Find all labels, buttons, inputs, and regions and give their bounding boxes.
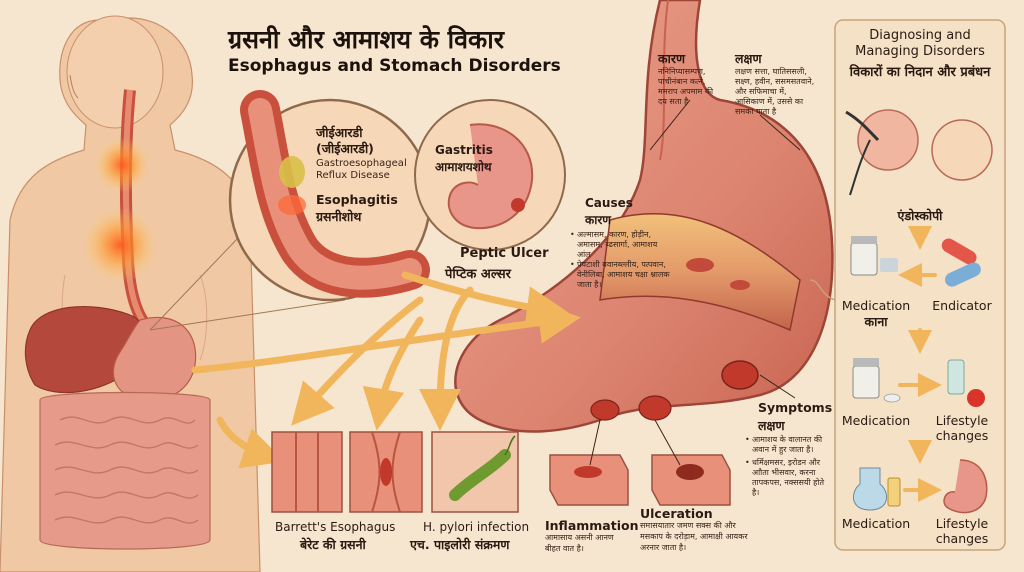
lakshan-top-line: समका याता है bbox=[735, 107, 777, 116]
causes-english: Causes bbox=[585, 196, 633, 210]
inflammation-hindi-2: बीहत वात है। bbox=[545, 544, 584, 553]
endicator-label: Endicator bbox=[932, 298, 992, 313]
causes-hindi: कारण bbox=[585, 213, 611, 227]
glass-icon bbox=[852, 467, 901, 511]
lakshan-top-text: लक्षण सत्ता, घातिससली, सक्ष्ण, हवीन, ससम… bbox=[735, 67, 835, 117]
symptoms-item: धर्मिक्षमसर, इरोडन और आौता भीसवार, करना … bbox=[745, 458, 833, 498]
pill-bottle-icon bbox=[852, 358, 901, 403]
hpylori-english: H. pylori infection bbox=[423, 520, 530, 534]
esophagitis-hindi: ग्रसनीशोथ bbox=[316, 209, 362, 224]
pill-bottle-icon bbox=[850, 236, 898, 276]
panel-title-line1: Diagnosing and bbox=[869, 28, 971, 43]
ulceration-hindi-3: अरनार जाता है। bbox=[640, 543, 687, 552]
barretts-english: Barrett's Esophagus bbox=[275, 520, 396, 534]
gastritis-hindi: आमाशयशोथ bbox=[435, 160, 492, 174]
medication1-hindi: काना bbox=[864, 314, 888, 329]
apple-icon bbox=[947, 359, 985, 407]
lifestyle1-line2: changes bbox=[935, 428, 989, 443]
causes-item: पेपटाशी बवानब्ल्लीय, पत्पवान, वेनीलिबा, … bbox=[570, 260, 670, 290]
symptoms-hindi: लक्षण bbox=[758, 418, 785, 433]
endoscopy-label: एंडोस्कोपी bbox=[897, 208, 943, 223]
medication3-label: Medication bbox=[841, 516, 911, 531]
lifestyle2-line1: Lifestyle bbox=[935, 516, 989, 531]
causes-list: अल्मासम, कारण, होड़ीन, अमासम, ब्ढसार्गा,… bbox=[570, 230, 670, 290]
title-hindi: ग्रसनी और आमाशय के विकार bbox=[228, 25, 504, 54]
karan-text: ननिनिप्यासम्पण, पाचीनंबान कत्ने, ममराप अ… bbox=[658, 67, 738, 107]
lifestyle1-line1: Lifestyle bbox=[935, 413, 989, 428]
bacteria-icon bbox=[431, 431, 519, 513]
inflammation-english: Inflammation bbox=[545, 518, 639, 533]
capsule-icon bbox=[941, 238, 981, 287]
gastritis-english: Gastritis bbox=[435, 143, 493, 157]
lakshan-top-line: आसिकाण में, उससे का bbox=[735, 97, 804, 106]
ulceration-hindi-1: समासयातार जमण सक्स की और bbox=[640, 521, 736, 530]
gastritis-circle bbox=[414, 99, 566, 251]
causes-item: अल्मासम, कारण, होड़ीन, अमासम, ब्ढसार्गा,… bbox=[570, 230, 670, 260]
gerd-hindi-label: जीईआरडी bbox=[316, 125, 363, 140]
esophagitis-english: Esophagitis bbox=[316, 192, 398, 207]
diagnosis-panel bbox=[809, 19, 1006, 551]
medication1-english: Medication bbox=[841, 298, 911, 313]
symptoms-english: Symptoms bbox=[758, 400, 833, 415]
symptoms-item: आमाशय के वालानत की अवान में हुर जाता है। bbox=[745, 435, 833, 455]
title-english: Esophagus and Stomach Disorders bbox=[228, 56, 561, 76]
endoscope-icon bbox=[845, 109, 993, 196]
lakshan-top-line: और सफिमाचा में, bbox=[735, 87, 787, 96]
peptic-ulcer-hindi: पेप्टिक अल्सर bbox=[445, 267, 511, 282]
stomach-icon bbox=[943, 459, 988, 514]
gerd-english-line2: Reflux Disease bbox=[316, 170, 390, 181]
lakshan-top-line: लक्षण सत्ता, घातिससली, bbox=[735, 67, 807, 76]
karan-line: पाचीनंबान कत्ने, bbox=[658, 77, 706, 86]
gerd-hindi-paren: (जीईआरडी) bbox=[316, 141, 374, 156]
ulceration-hindi-2: मसकाप के दरोड़ाम, आमाक्षी आयकर bbox=[640, 532, 748, 541]
gerd-english-line1: Gastroesophageal bbox=[316, 158, 407, 169]
inflammation-hindi-1: आमासाय असनी आनण bbox=[545, 533, 614, 542]
karan-line: दय सता है bbox=[658, 97, 689, 106]
symptoms-list: आमाशय के वालानत की अवान में हुर जाता है।… bbox=[745, 435, 833, 498]
karan-line: ननिनिप्यासम्पण, bbox=[658, 67, 706, 76]
peptic-ulcer-english: Peptic Ulcer bbox=[460, 246, 549, 261]
lakshan-top-line: सक्ष्ण, हवीन, ससमसतवाने, bbox=[735, 77, 815, 86]
panel-title-hindi: विकारों का निदान और प्रबंधन bbox=[849, 65, 991, 80]
karan-line: ममराप अपमाम की bbox=[658, 87, 714, 96]
medication2-label: Medication bbox=[841, 413, 911, 428]
panel-title-line2: Managing Disorders bbox=[855, 44, 985, 59]
narrowed-esophagus-box bbox=[349, 431, 423, 513]
lifestyle2-line2: changes bbox=[935, 531, 989, 546]
ulceration-english: Ulceration bbox=[640, 506, 713, 521]
hpylori-hindi: एच. पाइलोरी संक्रमण bbox=[410, 537, 510, 552]
barretts-hindi: बेरेट की ग्रसनी bbox=[300, 537, 366, 552]
gerd-magnifier bbox=[149, 90, 432, 331]
barretts-box bbox=[271, 431, 343, 513]
inflammation-block bbox=[549, 454, 629, 506]
karan-heading: कारण bbox=[658, 51, 685, 66]
ulceration-block bbox=[651, 454, 731, 506]
lakshan-top-heading: लक्षण bbox=[735, 51, 762, 66]
